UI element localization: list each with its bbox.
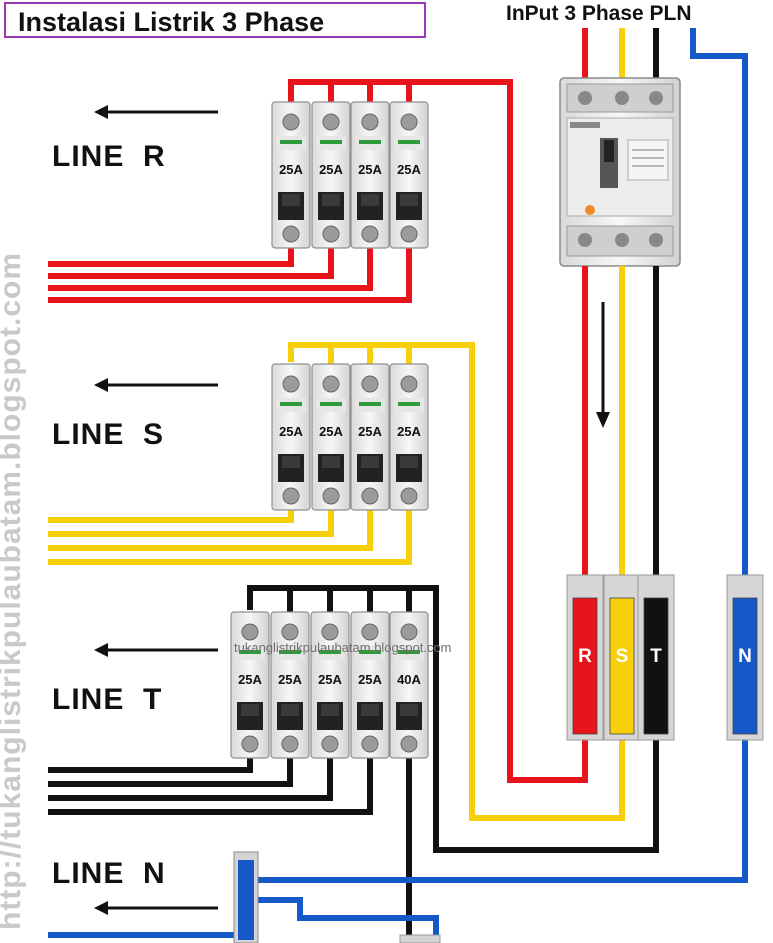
breaker-rating-label: 25A — [319, 424, 343, 439]
breaker-group-s: 25A 25A 25A 25A — [271, 363, 429, 511]
left-arrow-icon — [94, 378, 218, 392]
left-arrow-icon — [94, 643, 218, 657]
busbar-n: N — [726, 574, 764, 741]
breaker-group-r: 25A 25A 25A 25A — [271, 101, 429, 249]
breaker-r-3: 25A — [350, 101, 390, 249]
breaker-rating-label: 40A — [397, 672, 421, 687]
page-title: Instalasi Listrik 3 Phase — [18, 7, 325, 37]
breaker-rating-label: 25A — [278, 672, 302, 687]
busbar-t: T — [637, 574, 675, 741]
left-arrow-icon — [94, 901, 218, 915]
breaker-t-4: 25A — [350, 611, 390, 759]
title-box: Instalasi Listrik 3 Phase — [4, 2, 426, 38]
breaker-s-3: 25A — [350, 363, 390, 511]
input-wires — [582, 28, 748, 580]
busbar-s: S — [603, 574, 641, 741]
breaker-group-t: 25A 25A 25A 25A 40A — [230, 611, 429, 759]
neutral-wiring — [48, 740, 748, 943]
busbar-label: R — [578, 646, 592, 667]
line-t-wiring — [48, 585, 659, 943]
breaker-rating-label: 25A — [358, 424, 382, 439]
busbar-label: T — [650, 646, 662, 667]
busbar-label: S — [616, 646, 629, 667]
main-mccb — [559, 77, 681, 267]
breaker-s-2: 25A — [311, 363, 351, 511]
breaker-r-1: 25A — [271, 101, 311, 249]
lower-terminal — [399, 934, 441, 943]
input-label: InPut 3 Phase PLN — [506, 2, 692, 25]
neutral-terminal-block — [233, 851, 259, 943]
breaker-r-2: 25A — [311, 101, 351, 249]
breaker-rating-label: 25A — [397, 424, 421, 439]
watermark-vertical: http://tukanglistrikpulaubatam.blogspot.… — [0, 251, 27, 930]
breaker-s-1: 25A — [271, 363, 311, 511]
line-label-n: LINE N — [52, 857, 166, 890]
breaker-t-2: 25A — [270, 611, 310, 759]
line-label-t: LINE T — [52, 683, 163, 716]
breaker-rating-label: 25A — [279, 162, 303, 177]
breaker-rating-label: 25A — [318, 672, 342, 687]
breaker-rating-label: 25A — [358, 672, 382, 687]
breaker-rating-label: 25A — [279, 424, 303, 439]
left-arrow-icon — [94, 105, 218, 119]
breaker-rating-label: 25A — [319, 162, 343, 177]
busbar-label: N — [738, 646, 752, 667]
down-arrow-icon — [596, 302, 610, 428]
line-label-r: LINE R — [52, 140, 166, 173]
breaker-s-4: 25A — [389, 363, 429, 511]
busbar-r: R — [566, 574, 604, 741]
breaker-rating-label: 25A — [397, 162, 421, 177]
breaker-r-4: 25A — [389, 101, 429, 249]
breaker-t-1: 25A — [230, 611, 270, 759]
breaker-rating-label: 25A — [358, 162, 382, 177]
watermark-horizontal: tukanglistrikpulaubatam.blogspot.com — [234, 640, 452, 655]
line-label-s: LINE S — [52, 418, 165, 451]
line-r-wiring — [48, 79, 588, 783]
breaker-t-5: 40A — [389, 611, 429, 759]
breaker-t-3: 25A — [310, 611, 350, 759]
breaker-rating-label: 25A — [238, 672, 262, 687]
